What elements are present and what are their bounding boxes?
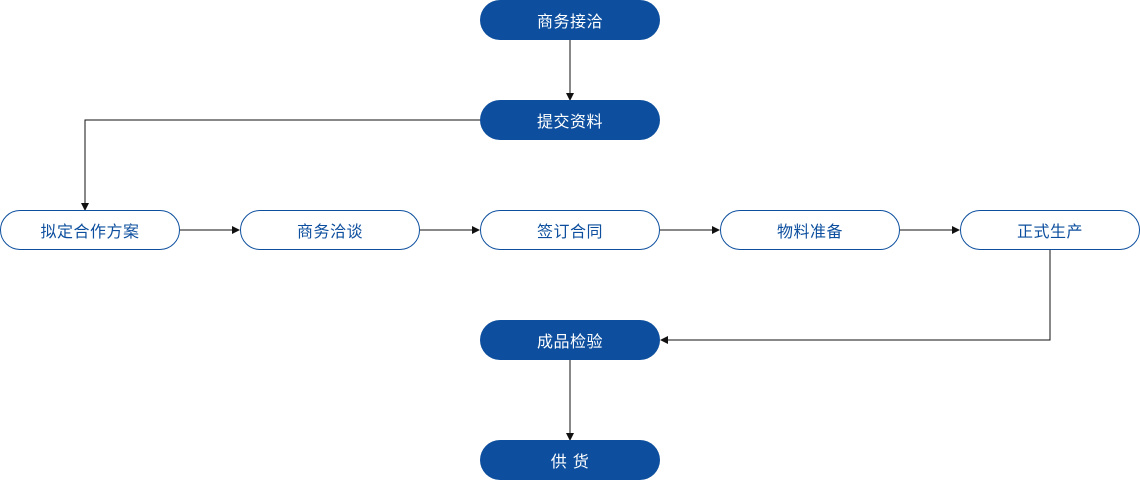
node-draft-plan: 拟定合作方案 xyxy=(0,210,180,250)
node-submit-materials: 提交资料 xyxy=(480,100,660,140)
node-supply: 供 货 xyxy=(480,440,660,480)
node-business-negotiation: 商务洽谈 xyxy=(240,210,420,250)
arrow-production-to-inspection xyxy=(660,250,1051,344)
node-sign-contract: 签订合同 xyxy=(480,210,660,250)
node-formal-production: 正式生产 xyxy=(960,210,1140,250)
arrow-submit-to-draft xyxy=(81,119,481,211)
node-product-inspection: 成品检验 xyxy=(480,320,660,360)
node-business-contact: 商务接洽 xyxy=(480,0,660,40)
node-material-preparation: 物料准备 xyxy=(720,210,900,250)
